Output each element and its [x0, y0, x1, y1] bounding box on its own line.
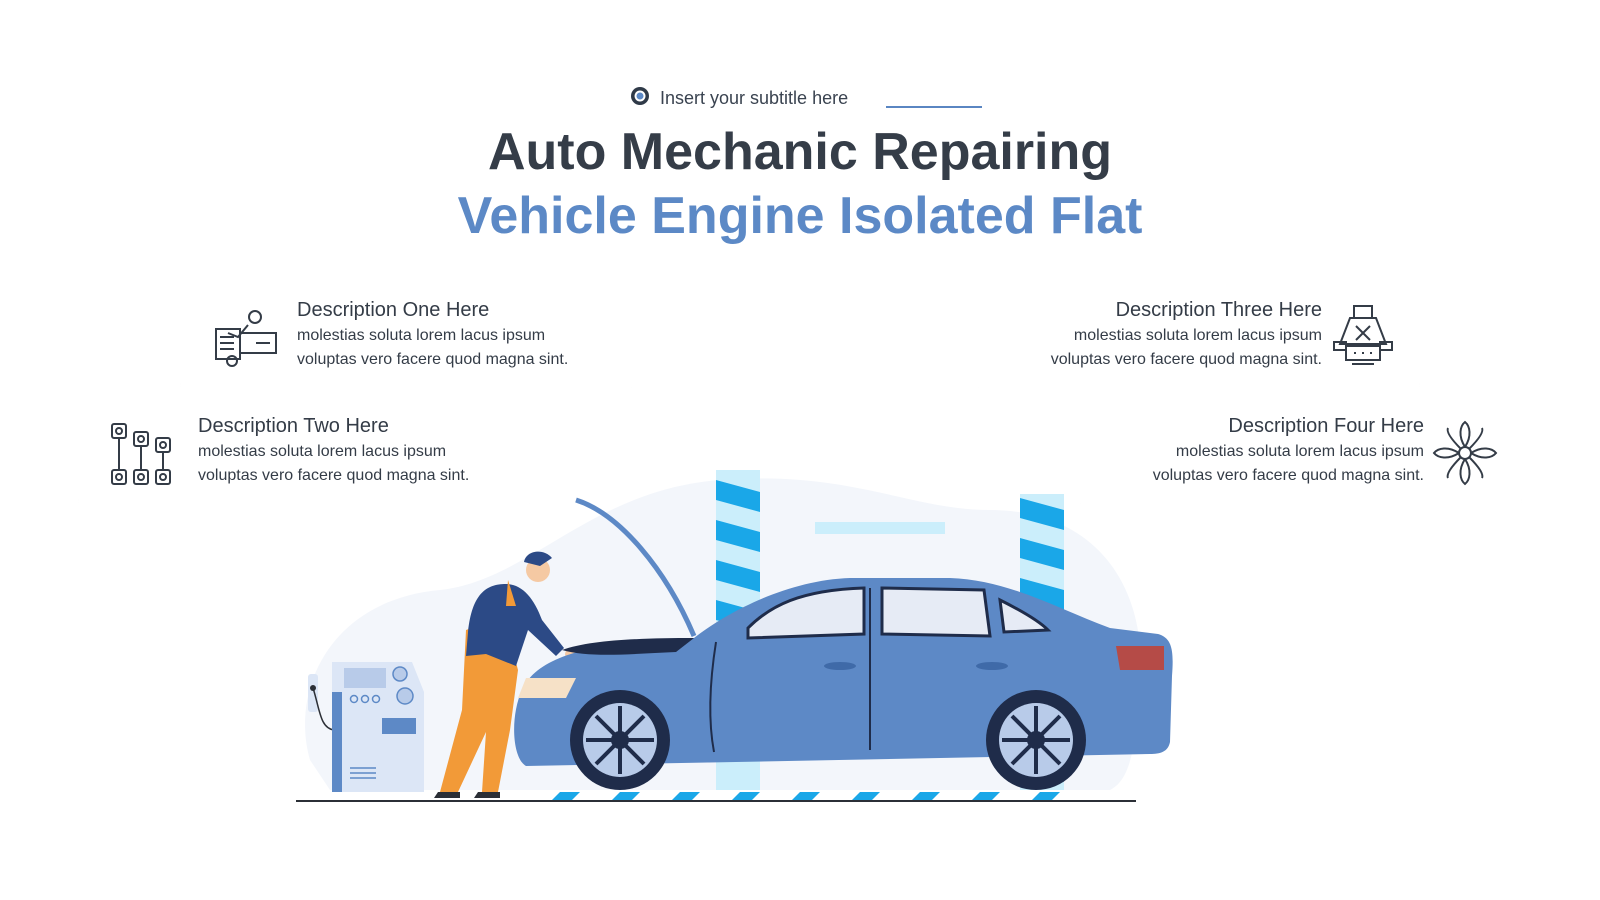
card-title: Description Three Here: [1115, 299, 1322, 321]
card-text-line-2: voluptas vero facere quod magna sint.: [198, 467, 470, 484]
subtitle-underline: [886, 106, 982, 108]
card-title: Description Two Here: [198, 415, 389, 437]
card-title: Description One Here: [297, 299, 490, 321]
spark-plugs-icon: [106, 418, 176, 488]
subtitle-text: Insert your subtitle here: [660, 88, 849, 108]
title-line-1: Auto Mechanic Repairing: [487, 123, 1113, 181]
card-text-line-1: molestias soluta lorem lacus ipsum: [1175, 443, 1424, 460]
fan-blades-icon: [1430, 418, 1500, 488]
car-repair-icon: [210, 303, 280, 373]
card-text-line-1: molestias soluta lorem lacus ipsum: [1073, 327, 1322, 344]
card-title: Description Four Here: [1228, 415, 1424, 437]
card-text-line-1: molestias soluta lorem lacus ipsum: [297, 327, 546, 344]
diagnostic-machine: [308, 662, 424, 792]
description-card-three: Description Three Here molestias soluta …: [960, 288, 1420, 388]
description-card-four: Description Four Here molestias soluta l…: [1062, 404, 1522, 504]
card-text-line-2: voluptas vero facere quod magna sint.: [297, 351, 569, 368]
gear-icon: [631, 87, 649, 105]
description-card-one: Description One Here molestias soluta lo…: [180, 288, 650, 388]
card-text-line-1: molestias soluta lorem lacus ipsum: [198, 443, 447, 460]
card-text-line-2: voluptas vero facere quod magna sint.: [1050, 351, 1322, 368]
floor-line: [296, 800, 1136, 802]
lift-bar: [815, 522, 945, 534]
title-line-2: Vehicle Engine Isolated Flat: [457, 187, 1143, 245]
car-figure: [514, 497, 1173, 790]
card-text-line-2: voluptas vero facere quod magna sint.: [1152, 467, 1424, 484]
car-lift-icon: [1328, 302, 1398, 372]
floor-stripes: [552, 792, 1060, 800]
subtitle-row: Insert your subtitle here: [0, 84, 1600, 112]
description-card-two: Description Two Here molestias soluta lo…: [78, 404, 548, 504]
mechanic-repairing-car-illustration: [296, 470, 1173, 802]
